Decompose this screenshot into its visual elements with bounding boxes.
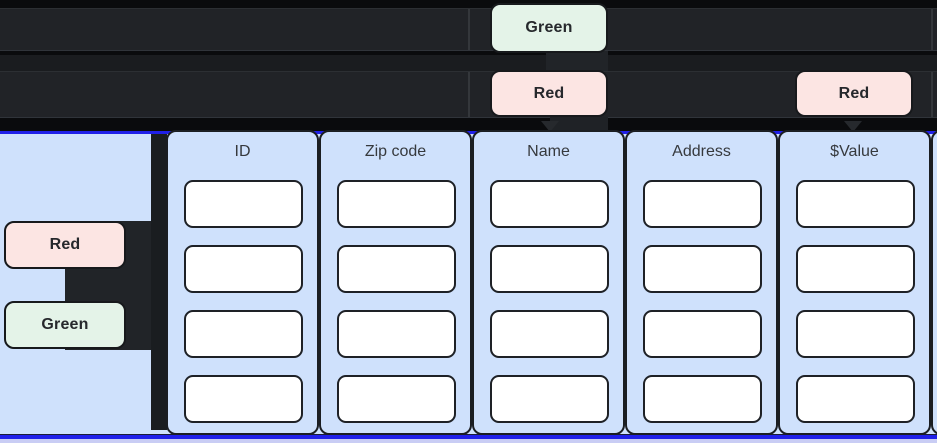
cell-slot[interactable] [490,375,609,423]
column-header: ID [234,143,251,160]
row-divider [468,9,470,50]
cell-slot[interactable] [643,310,762,358]
row-divider [931,72,933,117]
cell-slot[interactable] [490,310,609,358]
chip-red-over-value[interactable]: Red [795,70,913,117]
cell-slot[interactable] [184,375,303,423]
cell-slot[interactable] [184,310,303,358]
chip-green-top[interactable]: Green [490,3,608,53]
top-row-2 [0,71,937,118]
cell-slot[interactable] [337,375,456,423]
column-header: Zip code [364,143,427,160]
cell-slot[interactable] [643,375,762,423]
column-header: Name [527,143,570,160]
cell-slot[interactable] [337,310,456,358]
palette-chip-green[interactable]: Green [4,301,126,349]
cell-slot[interactable] [796,375,915,423]
cell-slot[interactable] [337,180,456,228]
palette-chip-red[interactable]: Red [4,221,126,269]
table-column[interactable]: Name [472,130,625,435]
table-column[interactable]: Address [625,130,778,435]
cell-slot[interactable] [490,245,609,293]
cell-slot[interactable] [184,245,303,293]
chip-red-over-name[interactable]: Red [490,70,608,117]
page-bottom-strip [0,439,937,443]
cell-slot[interactable] [643,180,762,228]
pointer-to-name-column-icon [541,121,559,132]
cell-slot[interactable] [337,245,456,293]
row-divider [931,9,933,50]
row-divider [468,72,470,117]
cell-slot[interactable] [643,245,762,293]
pointer-to-value-column-icon [844,121,862,132]
column-header: $Value [830,143,879,160]
column-header: Address [672,143,731,160]
top-row-1 [0,8,937,51]
cell-slot[interactable] [796,180,915,228]
cell-slot[interactable] [796,310,915,358]
green-chip-connector [546,51,608,71]
panel-bottom-border [0,434,937,439]
red-chip-connector [550,117,608,131]
table-column[interactable]: ID [166,130,319,435]
cell-slot[interactable] [796,245,915,293]
top-row-gap-band [0,55,937,71]
left-gutter [151,134,167,430]
table-column[interactable] [931,130,937,435]
cell-slot[interactable] [184,180,303,228]
table-column[interactable]: $Value [778,130,931,435]
cell-slot[interactable] [490,180,609,228]
table-column[interactable]: Zip code [319,130,472,435]
